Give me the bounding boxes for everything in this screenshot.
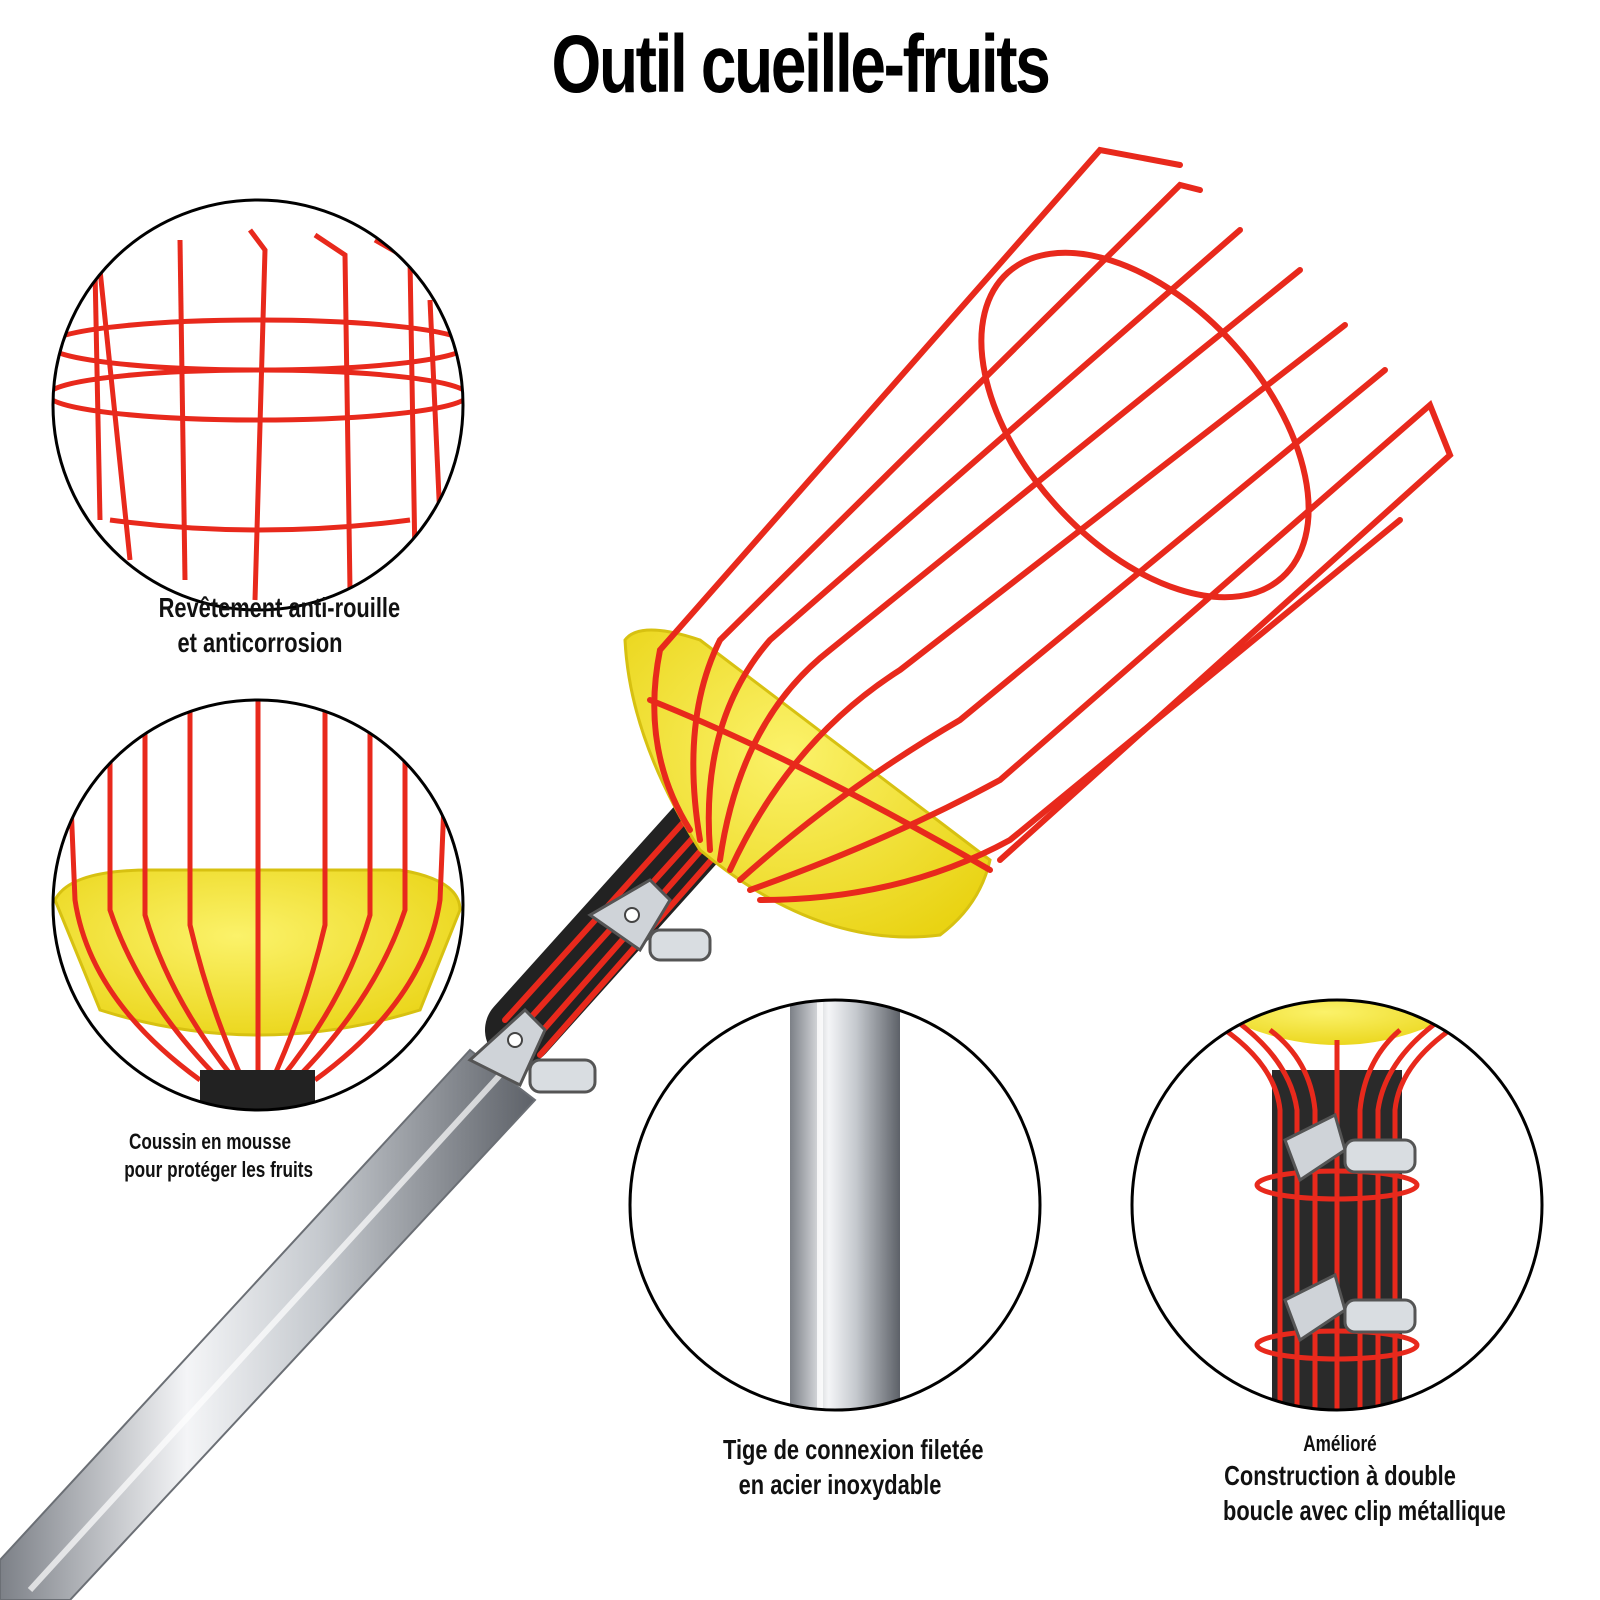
caption-line: Tige de connexion filetée bbox=[723, 1434, 984, 1465]
detail-circle-rod bbox=[628, 998, 1042, 1412]
caption-line: en acier inoxydable bbox=[738, 1469, 942, 1500]
caption-line: boucle avec clip métallique bbox=[1223, 1494, 1506, 1526]
detail-circle-foam bbox=[51, 698, 465, 1112]
feature-caption-coating: Revêtement anti-rouille et anticorrosion bbox=[130, 590, 401, 660]
feature-caption-rod: Tige de connexion filetée en acier inoxy… bbox=[690, 1432, 990, 1502]
page-title: Outil cueille-fruits bbox=[551, 19, 1051, 110]
caption-line: Coussin en mousse bbox=[128, 1129, 292, 1154]
caption-line: Amélioré bbox=[1303, 1431, 1377, 1456]
caption-line: pour protéger les fruits bbox=[124, 1156, 313, 1182]
feature-caption-clip: Amélioré Construction à double boucle av… bbox=[1190, 1430, 1506, 1528]
caption-line: et anticorrosion bbox=[177, 627, 343, 658]
metal-clip bbox=[467, 878, 712, 1094]
feature-caption-foam: Coussin en mousse pour protéger les frui… bbox=[100, 1128, 320, 1183]
detail-circle-clip bbox=[1130, 998, 1544, 1412]
caption-line: Construction à double bbox=[1224, 1459, 1456, 1491]
caption-line: Revêtement anti-rouille bbox=[158, 592, 401, 623]
telescopic-pole bbox=[0, 1048, 537, 1600]
detail-circle-coating bbox=[51, 198, 465, 612]
